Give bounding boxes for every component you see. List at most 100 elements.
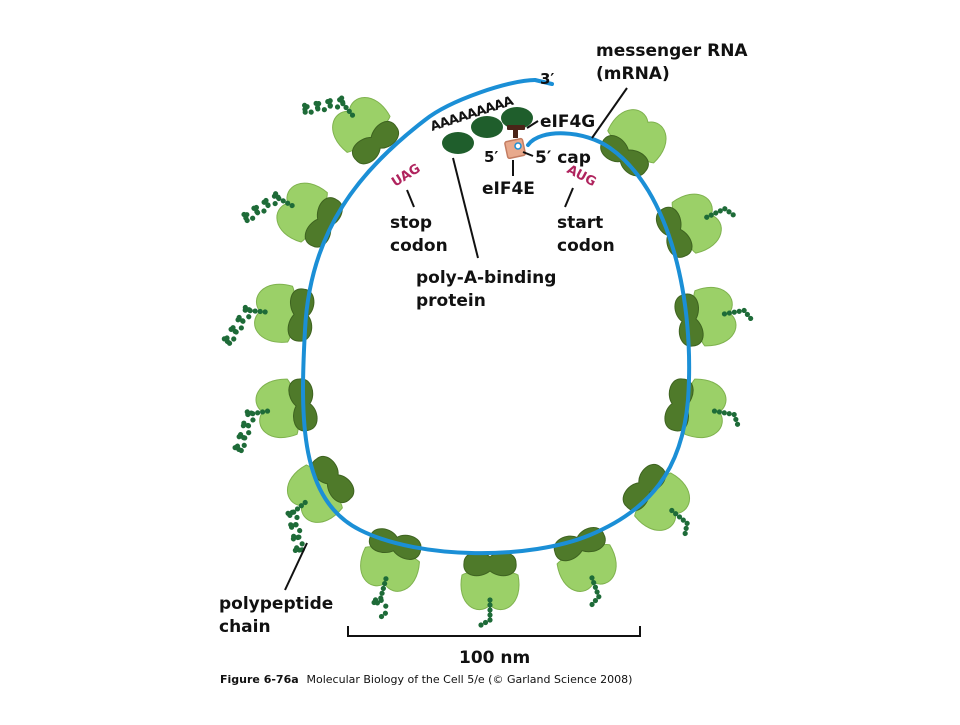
mrna-strand	[301, 78, 692, 556]
start-codon-leader-line	[564, 187, 574, 208]
polypeptide-chain	[589, 575, 602, 608]
amino-acid-bead	[244, 409, 250, 415]
amino-acid-bead	[730, 212, 736, 218]
amino-acid-bead	[244, 212, 250, 218]
amino-acid-bead	[726, 310, 732, 316]
pabp-leader-line	[452, 157, 479, 259]
ribosome-small-subunit	[655, 206, 693, 258]
eif4g-label: eIF4G	[540, 112, 595, 132]
amino-acid-bead	[272, 200, 278, 207]
amino-acid-bead	[241, 420, 247, 426]
figure-caption: Figure 6-76a Molecular Biology of the Ce…	[220, 673, 632, 686]
amino-acid-bead	[239, 318, 246, 324]
ribosome	[460, 551, 520, 628]
amino-acid-bead	[717, 208, 723, 214]
amino-acid-bead	[487, 612, 493, 618]
amino-acid-bead	[250, 417, 256, 423]
amino-acid-bead	[260, 409, 266, 415]
ribosome	[622, 463, 690, 537]
amino-acid-bead	[684, 520, 690, 526]
amino-acid-bead	[294, 545, 300, 551]
amino-acid-bead	[294, 514, 300, 521]
amino-acid-bead	[242, 435, 248, 441]
amino-acid-bead	[263, 197, 269, 204]
three-prime-label: 3′	[540, 70, 554, 88]
ribosome	[600, 109, 667, 177]
amino-acid-bead	[378, 613, 385, 620]
ribosome	[553, 527, 617, 608]
polypeptide-chain	[669, 507, 690, 537]
stop-codon-label: stop	[390, 213, 432, 233]
polypeptide-chain	[478, 597, 493, 628]
amino-acid-bead	[382, 581, 388, 587]
amino-acid-bead	[253, 204, 259, 211]
scale-bar-label: 100 nm	[459, 648, 530, 668]
start-codon-label: start	[557, 213, 603, 233]
amino-acid-bead	[224, 335, 230, 341]
amino-acid-bead	[339, 95, 345, 101]
ribosome-small-subunit	[351, 121, 400, 165]
amino-acid-bead	[291, 533, 297, 539]
polypeptide-chain	[232, 408, 271, 454]
ribosome-group	[221, 95, 754, 628]
amino-acid-bead	[708, 212, 714, 218]
amino-acid-bead	[285, 510, 291, 516]
amino-acid-bead	[731, 309, 737, 315]
ribosome	[285, 455, 355, 554]
amino-acid-bead	[238, 447, 244, 454]
amino-acid-bead	[292, 522, 299, 528]
amino-acid-bead	[289, 202, 295, 209]
polypeptide-chain	[721, 307, 754, 322]
ribosome-small-subunit	[674, 293, 704, 347]
amino-acid-bead	[683, 525, 689, 532]
amino-acid-bead	[327, 98, 333, 104]
amino-acid-bead	[316, 101, 322, 107]
amino-acid-bead	[711, 408, 718, 414]
amino-acid-bead	[741, 307, 747, 314]
polypeptide-leader-line	[284, 542, 308, 591]
ribosome	[301, 95, 400, 165]
eif4g-leader-line	[526, 120, 539, 129]
polypeptide-chain	[301, 95, 356, 118]
eif4e-cap-complex	[504, 137, 527, 160]
amino-acid-bead	[380, 585, 386, 592]
amino-acid-bead	[383, 576, 389, 582]
polypeptide-chain	[221, 304, 268, 346]
polypeptide-chain	[704, 206, 736, 220]
ribosome	[221, 283, 315, 346]
amino-acid-bead	[744, 311, 751, 318]
amino-acid-bead	[372, 597, 379, 603]
amino-acid-bead	[589, 601, 595, 608]
amino-acid-bead	[343, 104, 349, 111]
amino-acid-bead	[280, 198, 286, 204]
amino-acid-bead	[236, 314, 242, 321]
amino-acid-bead	[682, 530, 688, 537]
amino-acid-bead	[680, 517, 686, 523]
amino-acid-bead	[226, 340, 233, 346]
ribosome-small-subunit	[311, 455, 355, 504]
amino-acid-bead	[230, 325, 236, 331]
amino-acid-bead	[327, 102, 333, 109]
amino-acid-bead	[340, 99, 346, 105]
amino-acid-bead	[721, 410, 727, 416]
amino-acid-bead	[383, 603, 389, 609]
pabp-label: poly-A-binding	[416, 268, 556, 288]
five-prime-label: 5′	[484, 148, 498, 166]
ribosome-small-subunit	[600, 135, 649, 177]
stop-codon-leader-line	[406, 189, 415, 208]
amino-acid-bead	[234, 443, 241, 449]
amino-acid-bead	[673, 511, 679, 517]
eif4e-label: eIF4E	[482, 179, 535, 199]
amino-acid-bead	[255, 210, 261, 216]
amino-acid-bead	[299, 541, 305, 547]
polypeptide-chain-label-2: chain	[219, 617, 271, 637]
ribosome	[655, 193, 736, 258]
amino-acid-bead	[748, 315, 754, 322]
amino-acid-bead	[722, 206, 728, 212]
amino-acid-bead	[736, 308, 742, 314]
amino-acid-bead	[592, 597, 599, 604]
amino-acid-bead	[594, 589, 600, 595]
ribosome	[674, 286, 754, 347]
polypeptide-chain	[371, 576, 389, 620]
ribosome-small-subunit	[304, 197, 343, 248]
